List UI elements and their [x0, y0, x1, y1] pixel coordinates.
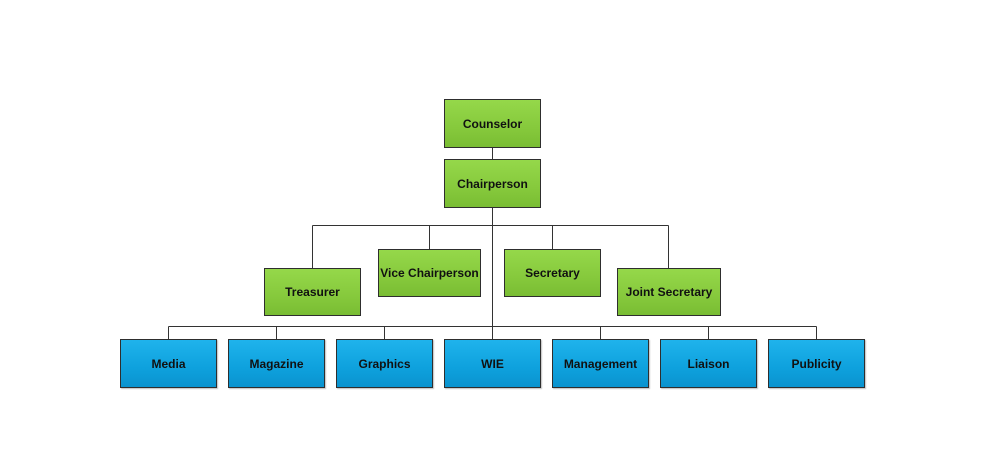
node-secretary: Secretary — [504, 249, 601, 297]
node-magazine: Magazine — [228, 339, 325, 388]
node-liaison: Liaison — [660, 339, 757, 388]
node-vice-chairperson-label: Vice Chairperson — [380, 266, 479, 280]
node-joint-secretary: Joint Secretary — [617, 268, 721, 316]
node-secretary-label: Secretary — [525, 266, 580, 280]
node-treasurer: Treasurer — [264, 268, 361, 316]
node-graphics-label: Graphics — [358, 356, 411, 371]
node-liaison-label: Liaison — [687, 356, 730, 371]
node-wie: WIE — [444, 339, 541, 388]
node-management: Management — [552, 339, 649, 388]
node-chairperson: Chairperson — [444, 159, 541, 208]
node-media: Media — [120, 339, 217, 388]
node-magazine-label: Magazine — [249, 356, 304, 371]
node-publicity-label: Publicity — [791, 356, 842, 371]
node-management-label: Management — [563, 356, 638, 371]
node-joint-secretary-label: Joint Secretary — [625, 285, 713, 299]
node-graphics: Graphics — [336, 339, 433, 388]
node-publicity: Publicity — [768, 339, 865, 388]
node-treasurer-label: Treasurer — [285, 285, 340, 299]
node-media-label: Media — [151, 356, 186, 371]
node-chairperson-label: Chairperson — [457, 176, 528, 191]
node-counselor-label: Counselor — [462, 116, 523, 131]
node-vice-chairperson: Vice Chairperson — [378, 249, 481, 297]
node-counselor: Counselor — [444, 99, 541, 148]
node-wie-label: WIE — [481, 356, 504, 371]
